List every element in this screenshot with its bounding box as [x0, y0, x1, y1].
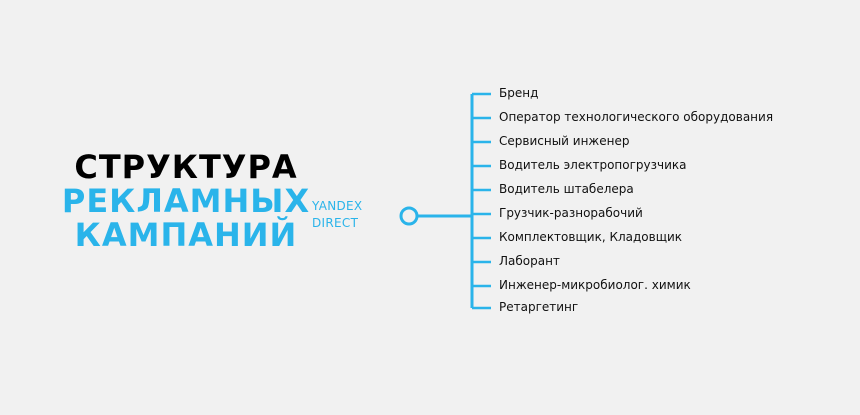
campaign-item: Оператор технологического оборудования: [499, 110, 774, 124]
campaign-item: Ретаргетинг: [499, 300, 579, 314]
campaign-item: Сервисный инженер: [499, 134, 630, 148]
campaign-item: Водитель электропогрузчика: [499, 158, 687, 172]
campaign-item: Водитель штабелера: [499, 182, 634, 196]
title-line-2: РЕКЛАМНЫХ: [61, 182, 311, 220]
root-node-circle: [399, 206, 419, 226]
campaign-item: Комплектовщик, Кладовщик: [499, 230, 683, 244]
title-line-1: СТРУКТУРА: [74, 148, 298, 186]
source-label-line-1: YANDEX: [312, 199, 363, 213]
source-label: YANDEX DIRECT: [312, 198, 362, 232]
diagram-title: СТРУКТУРА РЕКЛАМНЫХ КАМПАНИЙ: [0, 150, 372, 252]
campaign-item: Грузчик-разнорабочий: [499, 206, 643, 220]
campaign-item: Лаборант: [499, 254, 560, 268]
source-label-line-2: DIRECT: [312, 216, 359, 230]
title-line-3: КАМПАНИЙ: [74, 216, 298, 254]
campaign-item: Инженер-микробиолог. химик: [499, 278, 691, 292]
branch-lines: [470, 92, 491, 310]
campaign-item: Бренд: [499, 86, 539, 100]
